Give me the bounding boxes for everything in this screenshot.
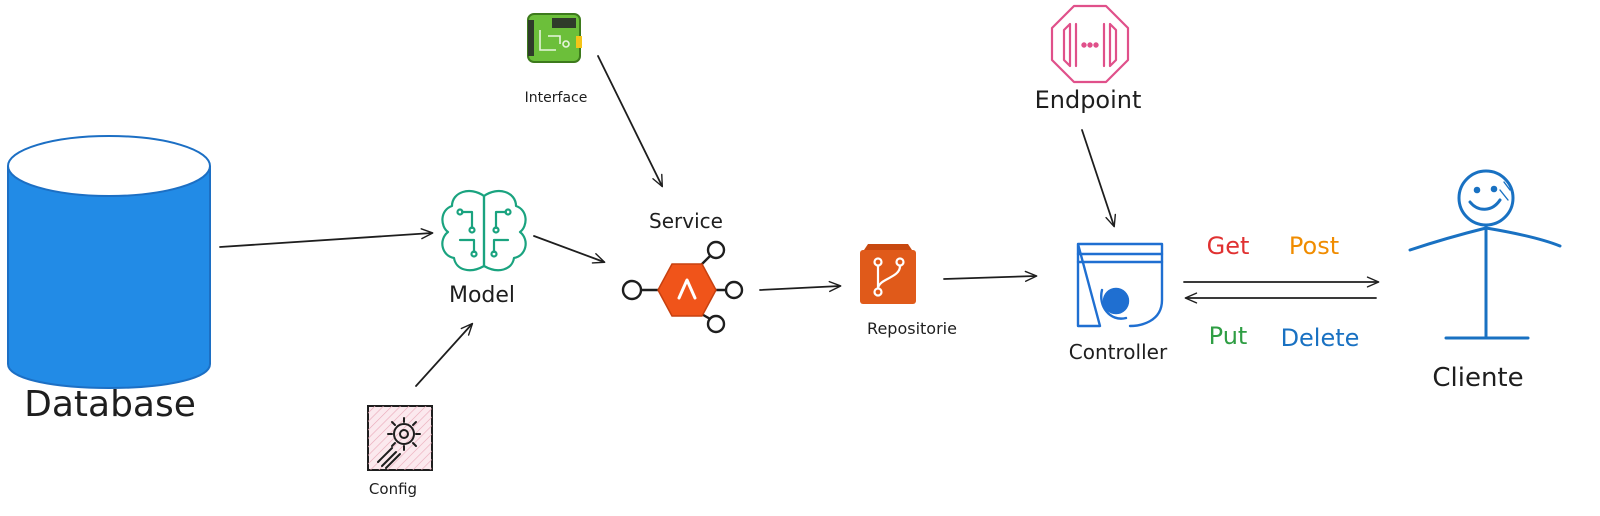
repository-node: Repositorie — [860, 244, 957, 338]
circuit-board-icon — [527, 13, 582, 63]
service-label: Service — [649, 209, 723, 233]
repository-label: Repositorie — [867, 319, 957, 338]
client-label: Cliente — [1432, 363, 1523, 393]
http-methods: Get Post Put Delete — [1207, 232, 1360, 352]
client-node: Cliente — [1408, 169, 1562, 393]
method-delete: Delete — [1281, 324, 1360, 352]
arrow-repository-to-controller — [943, 270, 1038, 282]
interface-label: Interface — [525, 90, 588, 106]
arrow-model-to-service — [533, 235, 606, 264]
gear-config-icon — [367, 405, 433, 471]
method-post: Post — [1289, 232, 1339, 260]
connectors — [219, 55, 1380, 387]
endpoint-label: Endpoint — [1035, 86, 1142, 114]
config-label: Config — [369, 480, 417, 498]
model-label: Model — [449, 283, 515, 308]
database-cylinder-icon — [7, 135, 211, 389]
model-node: Model — [441, 189, 527, 308]
arrow-config-to-model — [415, 322, 474, 387]
brain-circuit-icon — [441, 189, 527, 272]
controller-node: Controller — [1069, 242, 1168, 364]
endpoint-octagon-icon — [1050, 4, 1130, 84]
arrow-service-to-repository — [759, 280, 842, 293]
database-label: Database — [24, 384, 196, 425]
interface-node: Interface — [525, 13, 588, 106]
method-get: Get — [1207, 232, 1250, 260]
endpoint-node: Endpoint — [1035, 4, 1142, 114]
database-node: Database — [7, 135, 211, 425]
arrow-interface-to-service — [597, 55, 664, 188]
lambda-hub-icon — [621, 240, 744, 334]
service-node: Service — [621, 209, 744, 334]
arrow-endpoint-to-controller — [1081, 129, 1117, 228]
stick-figure-icon — [1408, 169, 1562, 340]
config-node: Config — [367, 405, 433, 498]
git-branch-repository-icon — [860, 244, 916, 304]
controller-label: Controller — [1069, 340, 1168, 364]
method-put: Put — [1209, 322, 1248, 350]
arrow-database-to-model — [219, 228, 434, 248]
browser-window-icon — [1076, 242, 1164, 328]
